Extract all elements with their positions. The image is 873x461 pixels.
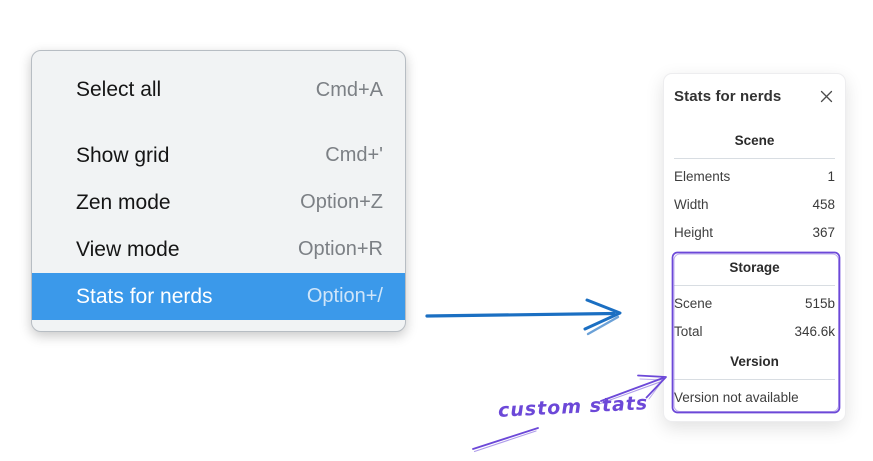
menu-item-label: Select all bbox=[76, 78, 162, 101]
stat-row-width: Width 458 bbox=[674, 190, 835, 218]
menu-item-shortcut: Cmd+A bbox=[315, 78, 383, 101]
menu-item-shortcut: Option+/ bbox=[306, 285, 383, 307]
section-divider bbox=[674, 379, 835, 380]
menu-item-shortcut: Option+Z bbox=[300, 191, 383, 213]
stat-label: Width bbox=[674, 196, 709, 212]
menu-item-label: Zen mode bbox=[76, 190, 171, 214]
section-heading-scene: Scene bbox=[734, 133, 775, 148]
stat-value: 367 bbox=[812, 224, 835, 240]
stat-row-scene-size: Scene 515b bbox=[674, 289, 835, 317]
close-icon bbox=[820, 90, 832, 102]
menu-item-label: Stats for nerds bbox=[76, 284, 213, 308]
menu-item-shortcut: Cmd+' bbox=[325, 144, 383, 166]
version-note: Version not available bbox=[674, 389, 799, 405]
menu-item-view-mode[interactable]: View mode Option+R bbox=[32, 226, 405, 273]
stat-value: 515b bbox=[804, 295, 835, 311]
stat-row-total-size: Total 346.6k bbox=[674, 317, 835, 345]
menu-item-select-all[interactable]: Select all Cmd+A bbox=[32, 65, 405, 115]
stats-panel-title: Stats for nerds bbox=[674, 87, 782, 105]
stat-row-elements: Elements 1 bbox=[674, 162, 835, 190]
stat-label: Elements bbox=[674, 168, 731, 184]
stats-panel: Stats for nerds Scene Elements 1 Width 4… bbox=[663, 73, 846, 422]
stat-label: Scene bbox=[674, 295, 713, 311]
menu-item-label: View mode bbox=[76, 237, 180, 261]
stat-row-height: Height 367 bbox=[674, 218, 835, 246]
section-divider bbox=[674, 158, 835, 159]
stat-label: Height bbox=[674, 224, 714, 240]
stat-label: Total bbox=[674, 323, 703, 339]
menu-item-label: Show grid bbox=[76, 143, 170, 167]
close-button[interactable] bbox=[817, 87, 835, 105]
section-heading-storage: Storage bbox=[729, 260, 780, 275]
stat-value: 346.6k bbox=[794, 323, 835, 339]
menu-item-zen-mode[interactable]: Zen mode Option+Z bbox=[32, 179, 405, 226]
context-menu: Select all Cmd+A Show grid Cmd+' Zen mod… bbox=[31, 50, 406, 332]
menu-item-show-grid[interactable]: Show grid Cmd+' bbox=[32, 132, 405, 179]
custom-stats-label: custom stats bbox=[497, 392, 649, 422]
section-divider bbox=[674, 285, 835, 286]
stats-panel-header: Stats for nerds bbox=[674, 84, 835, 108]
stat-value: 458 bbox=[812, 196, 835, 212]
menu-item-stats-for-nerds[interactable]: Stats for nerds Option+/ bbox=[32, 273, 405, 320]
section-heading-version: Version bbox=[730, 354, 779, 369]
blue-arrow bbox=[425, 298, 622, 336]
menu-item-shortcut: Option+R bbox=[297, 238, 383, 260]
stat-value: 1 bbox=[827, 168, 835, 184]
